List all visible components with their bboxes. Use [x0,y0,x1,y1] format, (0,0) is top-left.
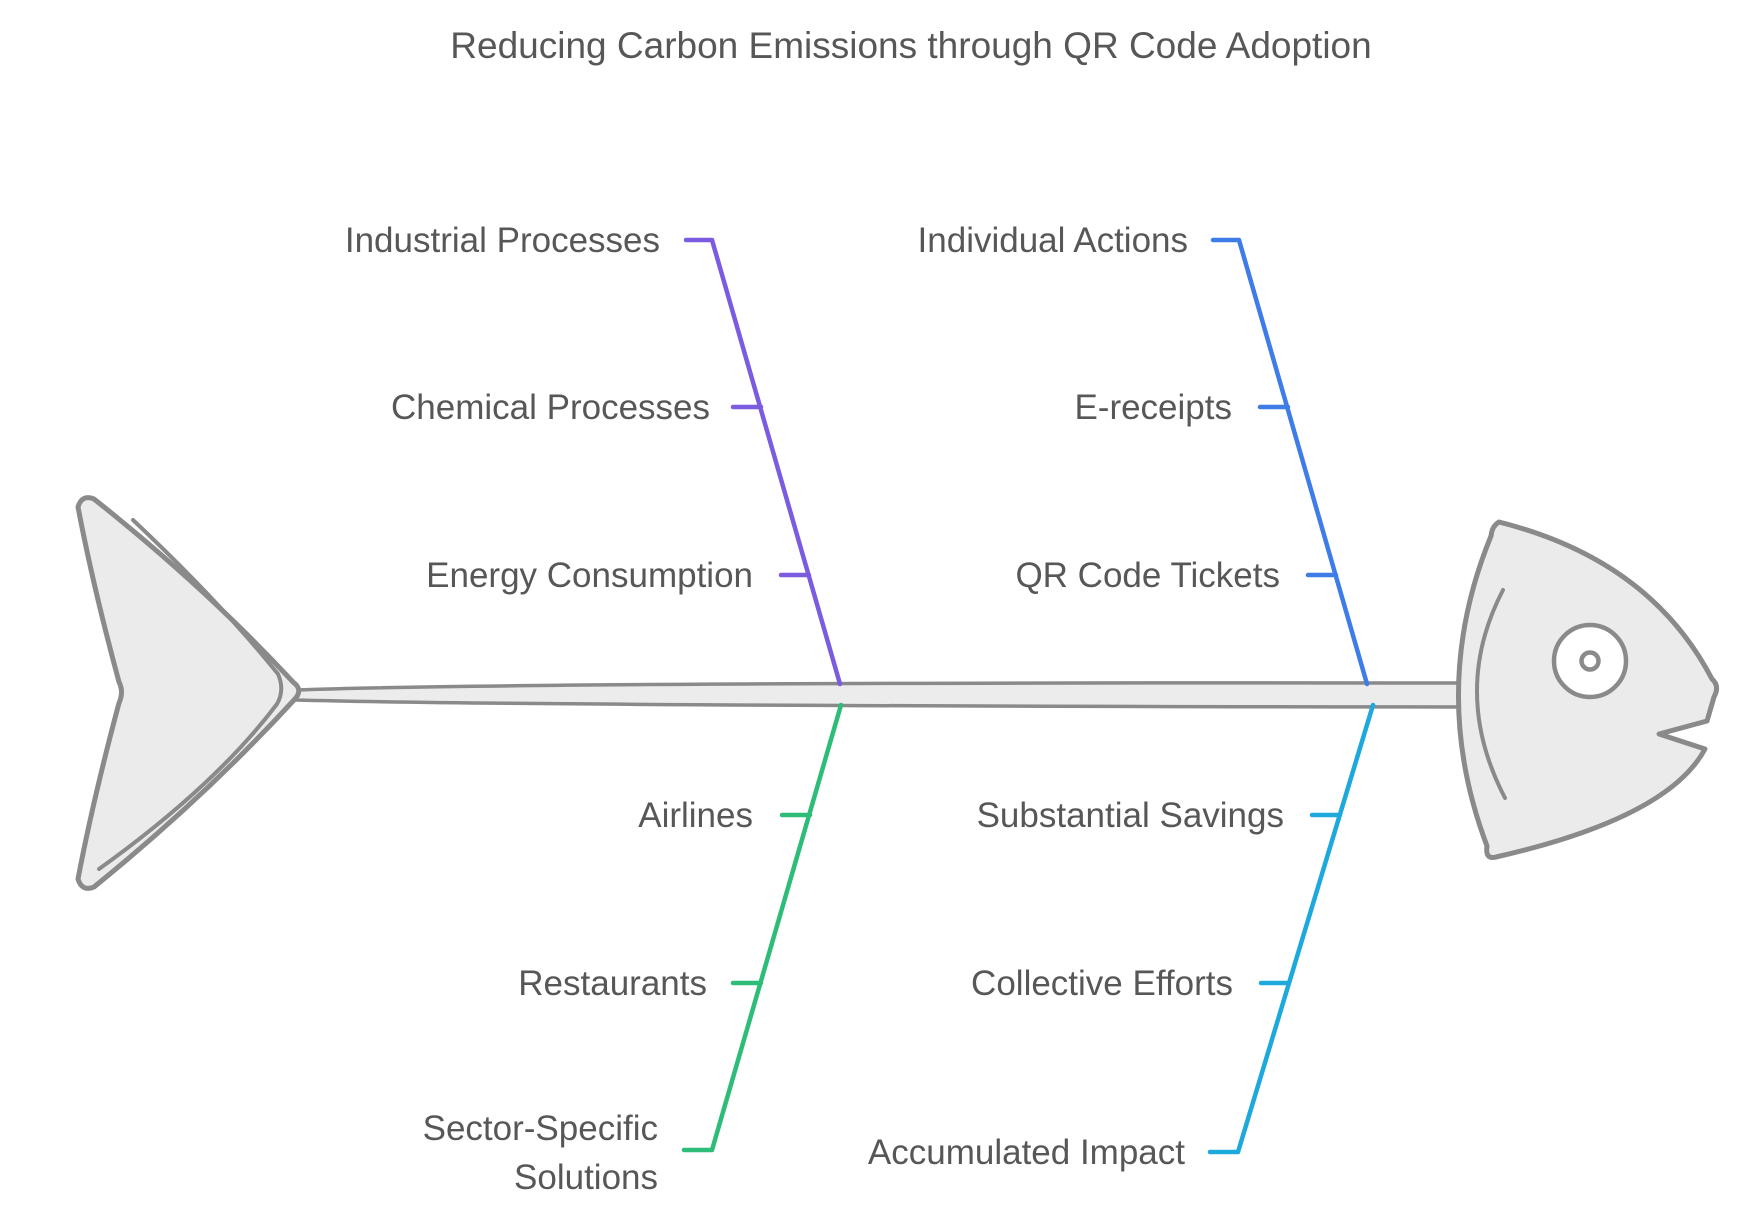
branch-label-individual-actions: Individual Actions [918,221,1188,260]
branch-line-industrial-processes [683,237,843,687]
sub-cause-label-collective-efforts: Collective Efforts [971,964,1233,1003]
sub-cause-label-airlines: Airlines [638,796,753,835]
branch-line-sector-specific-solutions [681,702,844,1153]
branch-accumulated-impact: Substantial Savings Collective Efforts A… [868,702,1376,1172]
sub-cause-label-qr-code-tickets: QR Code Tickets [1015,556,1280,595]
fish-tail-inner-line [97,518,284,871]
sub-cause-label-e-receipts: E-receipts [1074,388,1232,427]
branch-industrial-processes: Industrial Processes Chemical Processes … [345,221,843,687]
fish-tail [75,495,302,891]
sub-cause-label-restaurants: Restaurants [518,964,707,1003]
branch-label-sector-specific-line2: Solutions [514,1158,658,1197]
branch-label-industrial-processes: Industrial Processes [345,221,660,260]
diagram-title: Reducing Carbon Emissions through QR Cod… [450,25,1371,66]
branch-label-sector-specific-line1: Sector-Specific [423,1109,658,1148]
sub-cause-label-substantial-savings: Substantial Savings [977,796,1284,835]
sub-cause-label-energy-consumption: Energy Consumption [426,556,753,595]
branch-line-individual-actions [1210,237,1370,687]
branch-label-accumulated-impact: Accumulated Impact [868,1133,1185,1172]
fish-gill-line [1475,588,1507,800]
branch-sector-specific-solutions: Airlines Restaurants Sector-Specific Sol… [423,702,844,1197]
branch-individual-actions: Individual Actions E-receipts QR Code Ti… [918,221,1370,687]
sub-cause-label-chemical-processes: Chemical Processes [391,388,710,427]
fish-eye-pupil [1579,650,1601,672]
fish-spine [294,681,1462,709]
branch-line-accumulated-impact [1207,702,1376,1155]
